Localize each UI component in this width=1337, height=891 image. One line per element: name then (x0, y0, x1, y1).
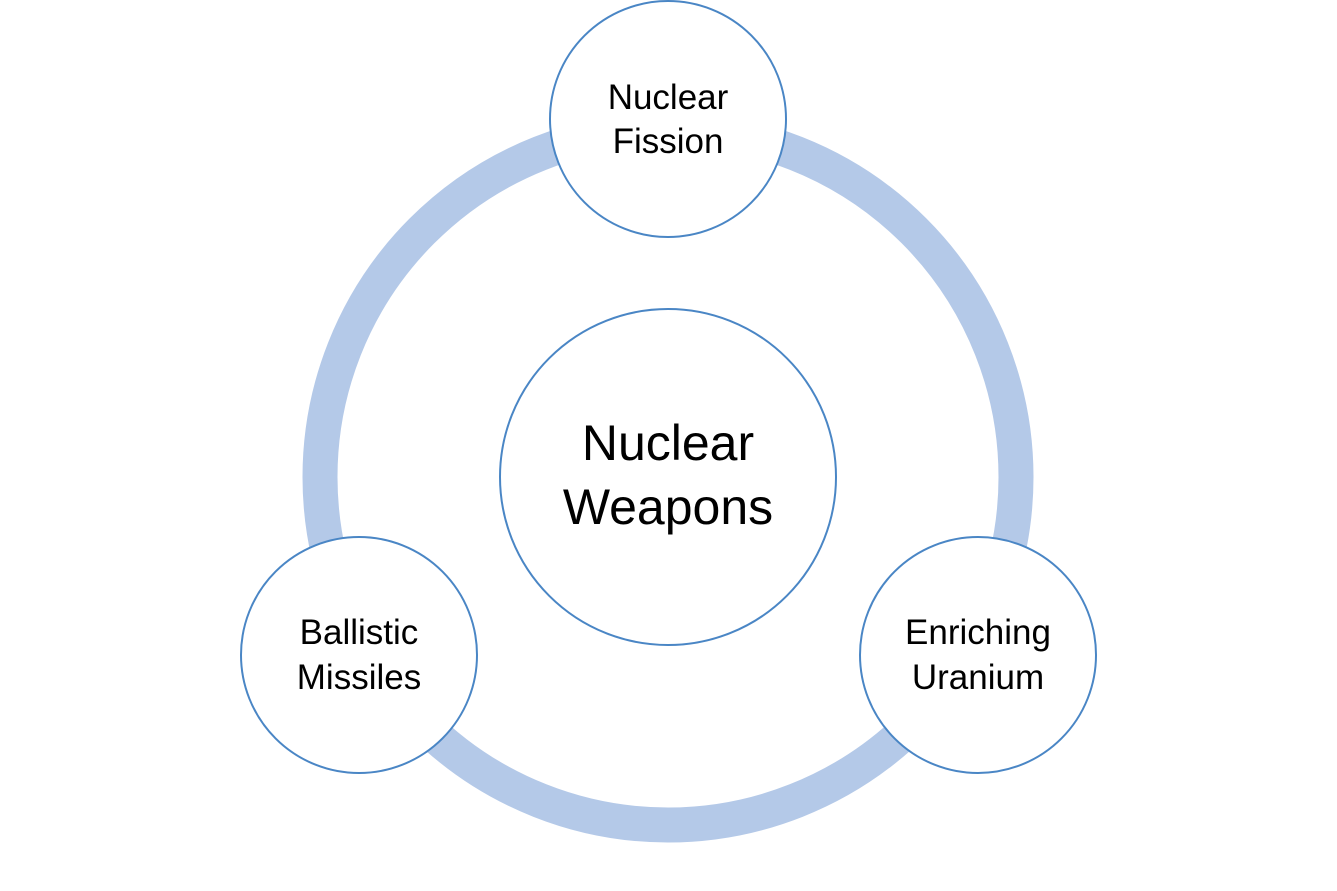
node-ballistic-missiles: Ballistic Missiles (240, 536, 478, 774)
center-node-circle (499, 308, 837, 646)
node-enriching-uranium-label-line2: Uranium (912, 658, 1044, 697)
node-nuclear-fission: Nuclear Fission (549, 0, 787, 238)
node-enriching-uranium-circle (859, 536, 1097, 774)
node-ballistic-missiles-label-line2: Missiles (297, 658, 421, 697)
node-nuclear-fission-label-line1: Nuclear (608, 78, 729, 117)
center-node: Nuclear Weapons (499, 308, 837, 646)
node-enriching-uranium-label-line1: Enriching (905, 613, 1051, 652)
center-node-label-line1: Nuclear (582, 415, 754, 471)
node-enriching-uranium: Enriching Uranium (859, 536, 1097, 774)
node-ballistic-missiles-label-line1: Ballistic (300, 613, 419, 652)
center-node-label-line2: Weapons (563, 479, 773, 535)
node-nuclear-fission-circle (549, 0, 787, 238)
node-nuclear-fission-label-line2: Fission (613, 122, 724, 161)
node-ballistic-missiles-circle (240, 536, 478, 774)
